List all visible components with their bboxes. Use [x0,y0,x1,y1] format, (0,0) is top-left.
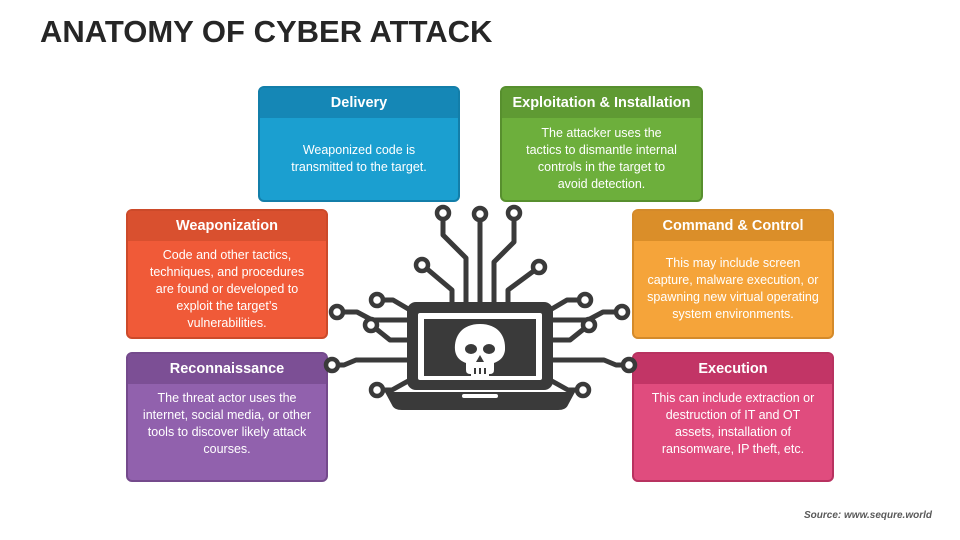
card-reconnaissance: Reconnaissance The threat actor uses the… [126,352,328,482]
card-exploitation-title: Exploitation & Installation [502,88,701,118]
source-caption: Source: www.sequre.world [804,510,932,521]
card-execution-title: Execution [634,354,832,384]
card-delivery-title: Delivery [260,88,458,118]
card-reconnaissance-text: The threat actor uses the internet, soci… [142,391,312,456]
card-exploitation: Exploitation & Installation The attacker… [500,86,703,202]
card-execution: Execution This can include extraction or… [632,352,834,482]
card-execution-text: This can include extraction or destructi… [651,391,815,456]
card-weaponization-title: Weaponization [128,211,326,241]
page-title: ANATOMY OF CYBER ATTACK [40,14,493,49]
card-delivery-text: Weaponized code is transmitted to the ta… [291,143,427,174]
card-command-control-text: This may include screen capture, malware… [647,256,819,321]
card-weaponization: Weaponization Code and other tactics, te… [126,209,328,339]
card-delivery: Delivery Weaponized code is transmitted … [258,86,460,202]
card-exploitation-text: The attacker uses the tactics to dismant… [526,126,677,191]
card-command-control: Command & Control This may include scree… [632,209,834,339]
card-weaponization-text: Code and other tactics, techniques, and … [149,247,305,330]
card-command-control-title: Command & Control [634,211,832,241]
card-reconnaissance-title: Reconnaissance [128,354,326,384]
